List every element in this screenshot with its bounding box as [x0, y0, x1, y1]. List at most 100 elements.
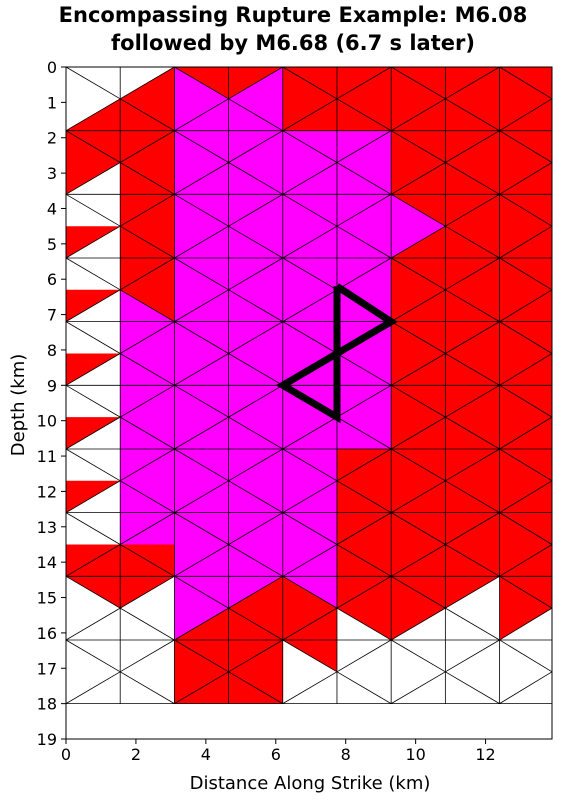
mesh-diag: [65, 384, 121, 418]
mesh-diag: [65, 639, 121, 673]
mesh-diag: [119, 193, 175, 227]
mesh-diag: [228, 130, 283, 163]
mesh-diag: [174, 289, 229, 322]
mesh-diag: [499, 416, 553, 450]
mesh-diag: [445, 193, 500, 227]
x-tick-label: 10: [405, 745, 425, 764]
mesh-diag: [390, 607, 446, 641]
mesh-diag: [65, 98, 121, 132]
mesh-diag: [390, 384, 446, 418]
y-tick-label: 13: [37, 518, 57, 537]
mesh-diag: [499, 162, 553, 195]
mesh-diag: [445, 480, 500, 513]
mesh-diag: [445, 257, 500, 291]
mesh-diag: [282, 575, 338, 609]
mesh-diag: [336, 480, 392, 513]
mesh-diag: [228, 353, 283, 386]
mesh-diag: [174, 98, 229, 132]
mesh-diag: [282, 98, 338, 132]
x-tick-label: 4: [201, 745, 211, 764]
y-tick-label: 14: [37, 553, 57, 572]
mesh-diag: [499, 321, 553, 354]
mesh-diag: [174, 512, 229, 545]
mesh-diag: [119, 575, 175, 609]
y-tick-label: 7: [47, 306, 57, 325]
y-tick-label: 9: [47, 376, 57, 395]
mesh-diag: [445, 321, 500, 354]
mesh-diag: [282, 130, 338, 163]
mesh-diag: [390, 544, 446, 577]
mesh-diag: [228, 66, 283, 100]
mesh-diag: [445, 130, 500, 163]
mesh-diag: [65, 225, 121, 259]
mesh-diag: [228, 544, 283, 577]
x-axis-label: Distance Along Strike (km): [190, 773, 431, 794]
mesh-diag: [445, 575, 500, 609]
mesh-diag: [119, 66, 175, 100]
y-tick-label: 6: [47, 270, 57, 289]
mesh-diag: [336, 225, 392, 259]
y-tick-label: 15: [37, 589, 57, 608]
mesh-diag: [336, 162, 392, 195]
mesh-diag: [282, 193, 338, 227]
mesh-diag: [336, 607, 392, 641]
mesh-diag: [445, 66, 500, 100]
mesh-diag: [499, 512, 553, 545]
mesh-diag: [65, 257, 121, 291]
mesh-diag: [282, 480, 338, 513]
mesh-diag: [390, 353, 446, 386]
mesh-diag: [228, 257, 283, 291]
mesh-diag: [65, 512, 121, 545]
mesh-diag: [119, 130, 175, 163]
mesh-diag: [282, 448, 338, 482]
mesh-diag: [119, 480, 175, 513]
mesh-diag: [445, 98, 500, 132]
mesh-diag: [499, 607, 553, 641]
mesh-diag: [228, 162, 283, 195]
mesh-diag: [228, 607, 283, 641]
mesh-diag: [174, 353, 229, 386]
mesh-diag: [174, 416, 229, 450]
y-axis-label: Depth (km): [8, 354, 29, 457]
mesh-diag: [336, 544, 392, 577]
mesh-diag: [336, 448, 392, 482]
mesh-diag: [499, 671, 553, 704]
y-tick-label: 10: [37, 412, 57, 431]
mesh-diag: [65, 544, 121, 577]
mesh-diag: [445, 289, 500, 322]
mesh-diag: [65, 162, 121, 195]
y-tick-label: 16: [37, 624, 57, 643]
mesh-diag: [174, 448, 229, 482]
y-tick-label: 19: [37, 730, 57, 749]
mesh-diag: [499, 98, 553, 132]
mesh-diag: [445, 671, 500, 704]
mesh-diag: [119, 544, 175, 577]
mesh-diag: [174, 162, 229, 195]
mesh-diag: [499, 575, 553, 609]
mesh-diag: [65, 353, 121, 386]
mesh-diag: [390, 225, 446, 259]
mesh-diag: [65, 416, 121, 450]
mesh-diag: [282, 416, 338, 450]
mesh-diag: [282, 225, 338, 259]
mesh-diag: [445, 162, 500, 195]
mesh-diag: [390, 130, 446, 163]
mesh-diag: [390, 448, 446, 482]
x-tick-label: 0: [61, 745, 71, 764]
mesh-diag: [228, 289, 283, 322]
mesh-diag: [119, 225, 175, 259]
y-tick-label: 12: [37, 482, 57, 501]
mesh-diag: [119, 257, 175, 291]
mesh-diag: [336, 639, 392, 673]
mesh-diag: [390, 639, 446, 673]
mesh-diag: [336, 384, 392, 418]
mesh-diag: [336, 193, 392, 227]
y-tick-label: 8: [47, 341, 57, 360]
x-tick-label: 8: [341, 745, 351, 764]
mesh-diag: [228, 575, 283, 609]
mesh-diag: [228, 384, 283, 418]
mesh-diag: [282, 544, 338, 577]
